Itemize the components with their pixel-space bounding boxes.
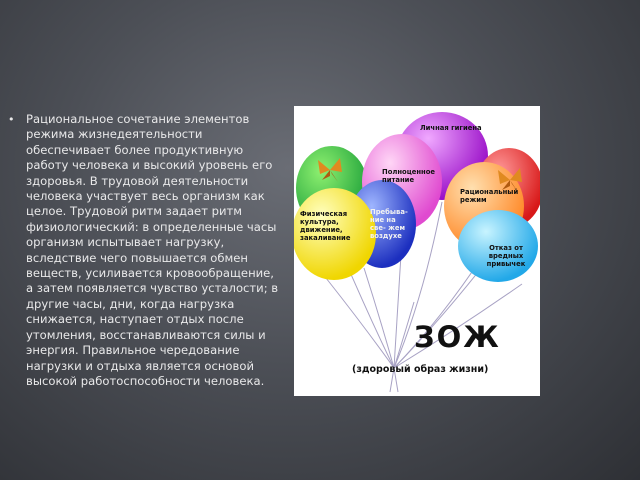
label-habits: Отказ от вредных привычек xyxy=(486,244,526,268)
bullet: • xyxy=(8,113,15,126)
label-regime: Рациональный режим xyxy=(460,188,519,204)
zozh-subtitle: (здоровый образ жизни) xyxy=(352,364,489,375)
balloon-cyan xyxy=(458,210,538,282)
healthy-lifestyle-balloons-image: Личная гигиена Полноценное питание Рацио… xyxy=(294,106,540,396)
butterfly-icon xyxy=(498,168,522,192)
zozh-title: ЗОЖ xyxy=(414,320,501,354)
label-hygiene: Личная гигиена xyxy=(420,124,482,132)
balloon-yellow xyxy=(294,188,376,280)
label-nutrition: Полноценное питание xyxy=(382,168,436,184)
body-paragraph: Рациональное сочетание элементов режима … xyxy=(26,112,279,388)
butterfly-icon xyxy=(318,158,342,182)
balloons-illustration xyxy=(294,112,540,393)
body-text-block: • Рациональное сочетание элементов режим… xyxy=(8,112,284,389)
label-sport: Физическая культура, движение, закаливан… xyxy=(300,210,351,242)
label-fresh-air: Пребыва- ние на све- жем воздухе xyxy=(370,208,408,240)
